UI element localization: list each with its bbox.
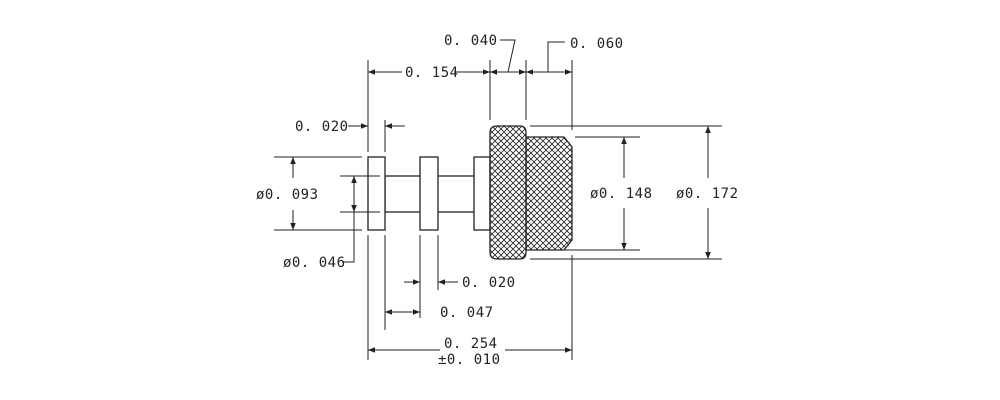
dim-knurl-step: 0. 040 xyxy=(444,33,498,49)
dim-knurl-outer-diameter: ø0. 172 xyxy=(676,186,739,202)
middle-flange xyxy=(419,156,439,231)
dim-knurl-length: 0. 060 xyxy=(570,36,624,52)
dim-shaft-diameter: ø0. 046 xyxy=(283,255,346,271)
dim-groove-width: 0. 020 xyxy=(462,275,516,291)
dim-overall-tolerance: ±0. 010 xyxy=(438,352,501,368)
dim-knurl-inner-diameter: ø0. 148 xyxy=(590,186,653,202)
part-outline xyxy=(367,125,573,260)
dimension-labels: 0. 040 0. 060 0. 154 0. 020 ø0. 093 ø0. … xyxy=(256,33,739,368)
dim-flange-diameter: ø0. 093 xyxy=(256,187,319,203)
dim-flange-thickness: 0. 020 xyxy=(295,119,349,135)
end-flange xyxy=(367,156,386,231)
dimension-lines xyxy=(290,39,711,353)
dim-overall-length: 0. 254 xyxy=(444,336,498,352)
dim-shank-to-knurl: 0. 154 xyxy=(405,65,459,81)
knurled-end xyxy=(525,136,573,251)
knurled-head xyxy=(489,125,527,260)
dim-flange-spacing: 0. 047 xyxy=(440,305,494,321)
collar xyxy=(473,156,491,231)
